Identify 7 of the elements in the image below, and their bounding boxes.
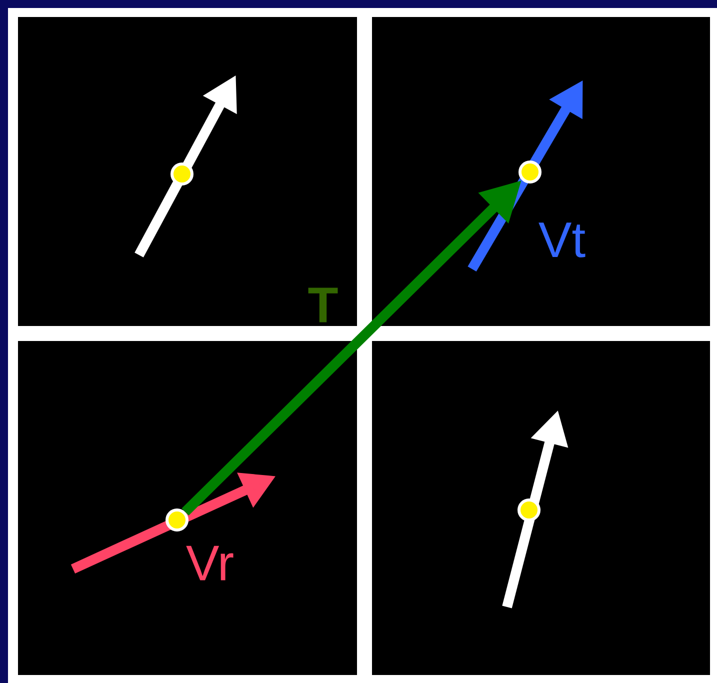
dot-marker xyxy=(170,162,194,186)
vector-label: Vt xyxy=(538,222,586,258)
dot-marker xyxy=(518,160,542,184)
dot-marker xyxy=(518,498,540,522)
dot-marker xyxy=(166,508,188,532)
edge-label: T xyxy=(308,288,338,322)
vector-label: Vr xyxy=(186,546,234,580)
